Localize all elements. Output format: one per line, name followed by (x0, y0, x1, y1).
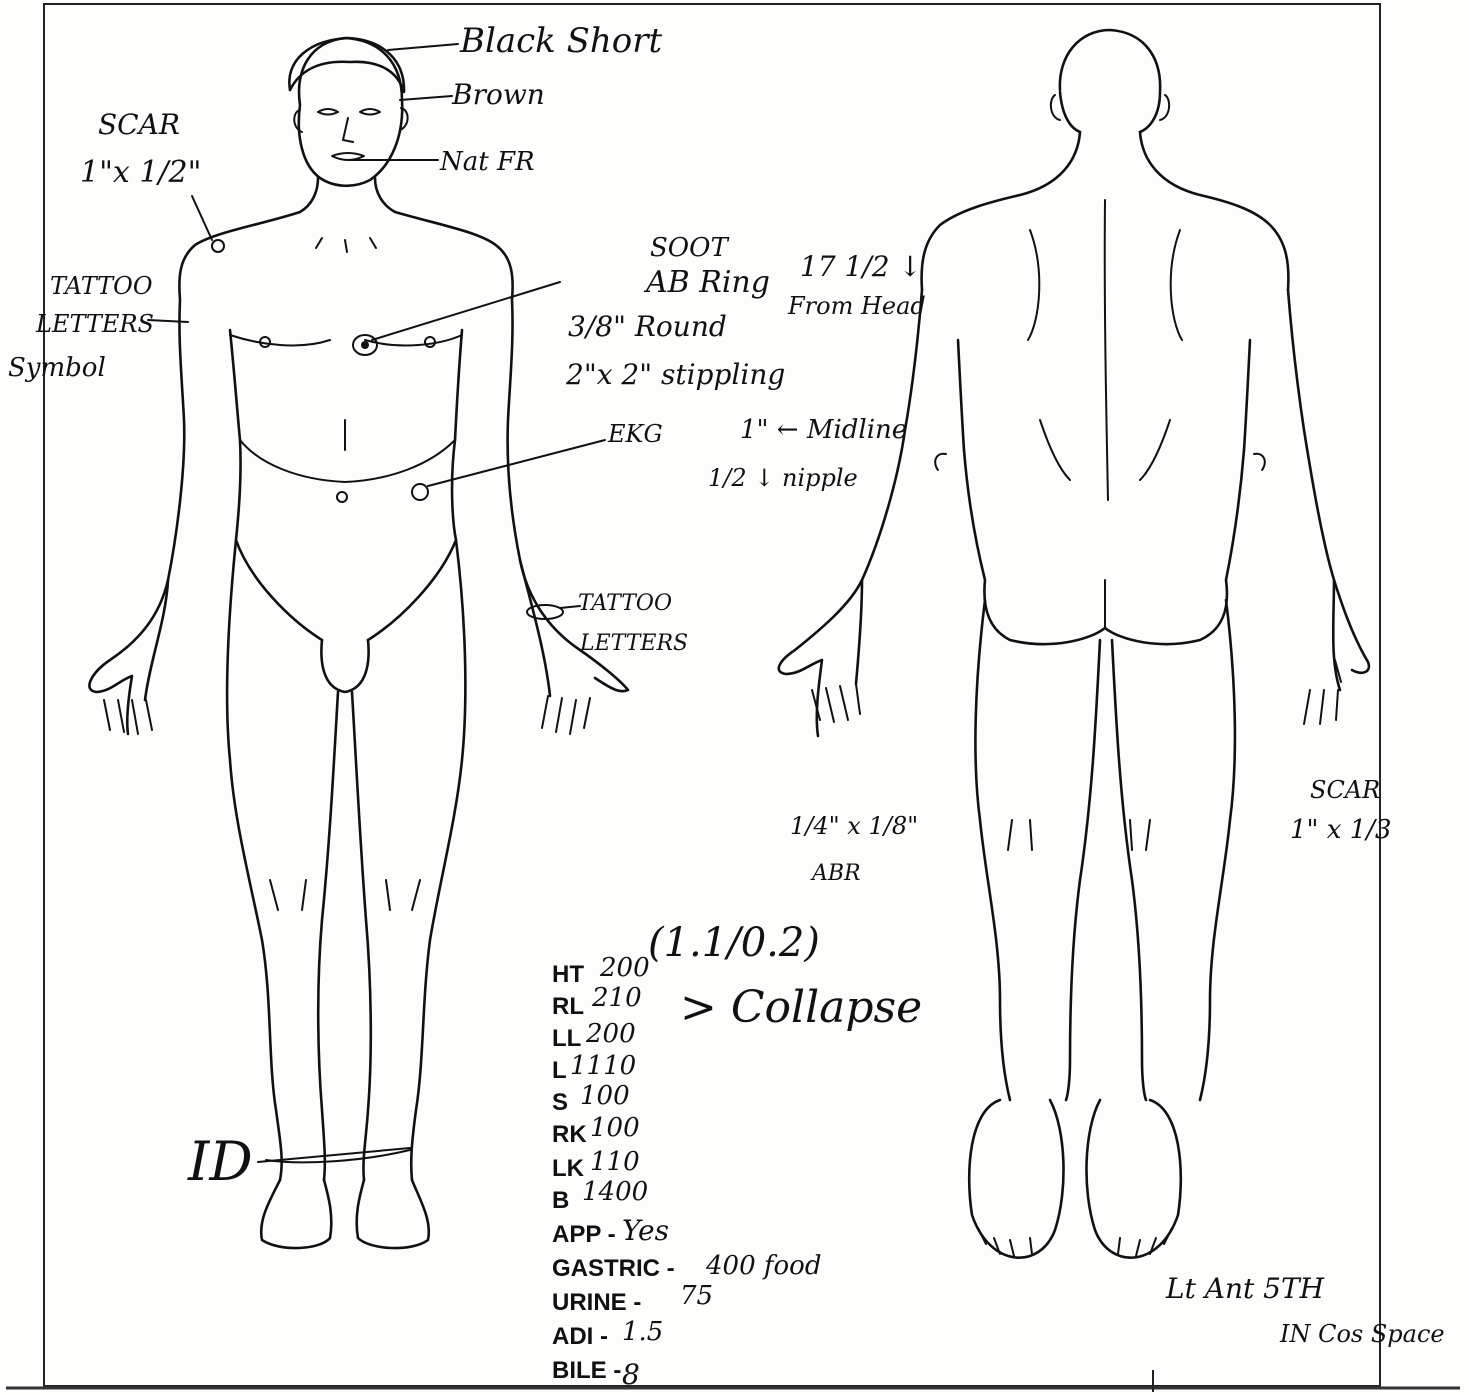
abrasion-label: ABR (810, 861, 861, 886)
organ-value: 400 food (705, 1251, 821, 1281)
abrasion-size: 1/4" x 1/8" (790, 812, 918, 840)
soot-annotation: SOOT (650, 233, 729, 263)
arm-tattoo-line-2: LETTERS (35, 310, 154, 338)
organ-value: 210 (591, 983, 642, 1013)
organ-label: URINE - (552, 1289, 641, 1316)
organ-value: 1400 (582, 1177, 648, 1207)
organ-label: ADI - (552, 1323, 608, 1350)
organ-value: 200 (599, 953, 650, 983)
organ-label: BILE - (552, 1357, 621, 1384)
shoulder-scar-mark (212, 240, 224, 252)
organ-label: APP - (552, 1221, 616, 1248)
organ-value: 1.5 (622, 1317, 663, 1347)
leader-eyes (400, 96, 452, 100)
round-annotation: 3/8" Round (568, 310, 727, 343)
ekg-annotation: EKG (607, 420, 663, 448)
arm-tattoo-line-1: TATTOO (50, 272, 153, 300)
from-head-line-2: From Head (787, 292, 926, 320)
organ-value: Yes (622, 1214, 669, 1247)
leader-arm-tattoo (148, 320, 188, 322)
organ-label: LK (552, 1155, 585, 1182)
leader-hair (388, 44, 458, 50)
organ-value: 100 (580, 1081, 630, 1111)
organ-label: LL (552, 1025, 581, 1052)
teeth-annotation: Nat FR (439, 147, 535, 177)
organ-label: GASTRIC - (552, 1255, 675, 1282)
leader-wrist-tattoo (560, 606, 580, 608)
back-figure (779, 30, 1369, 1258)
wrist-tattoo-line-1: TATTOO (578, 591, 672, 616)
wrist-tattoo-line-2: LETTERS (579, 631, 688, 656)
nipple-annotation: 1/2 ↓ nipple (708, 464, 858, 492)
midline-annotation: 1" ← Midline (740, 415, 907, 445)
ab-ring-annotation: AB Ring (643, 265, 770, 300)
organ-value: 110 (590, 1147, 640, 1177)
arm-tattoo-line-3: Symbol (8, 353, 106, 383)
organ-value: 1110 (570, 1051, 636, 1081)
organ-label: B (552, 1187, 569, 1214)
organ-label: HT (552, 961, 584, 988)
shoulder-scar-size: 1"x 1/2" (80, 155, 201, 190)
collapse-annotation: > Collapse (680, 982, 922, 1033)
note-line-2: IN Cos Space (1279, 1320, 1445, 1348)
front-hair (289, 38, 404, 92)
from-head-line-1: 17 1/2 ↓ (800, 250, 922, 283)
organ-label: L (552, 1057, 567, 1084)
organ-label: RK (552, 1121, 587, 1148)
organ-value: 75 (680, 1281, 713, 1311)
leader-shoulder-scar (192, 196, 212, 240)
organ-value: 200 (585, 1019, 636, 1049)
lung-weights-annotation: (1.1/0.2) (648, 920, 820, 966)
organ-value: 8 (622, 1358, 640, 1391)
eyes-annotation: Brown (451, 78, 545, 111)
organ-label: S (552, 1089, 568, 1116)
leader-chest-wound (372, 282, 560, 340)
hand-scar-size: 1" x 1/3 (1290, 815, 1392, 845)
hair-annotation: Black Short (459, 21, 662, 61)
hand-scar-title: SCAR (1310, 776, 1380, 804)
organ-value: 100 (590, 1113, 640, 1143)
note-line-1: Lt Ant 5TH (1165, 1272, 1325, 1305)
shoulder-scar-title: SCAR (98, 108, 180, 141)
id-tag-annotation: ID (187, 1130, 253, 1193)
ekg-mark (412, 484, 428, 500)
organ-label: RL (552, 993, 584, 1020)
stippling-annotation: 2"x 2" stippling (565, 358, 785, 391)
front-figure (89, 38, 628, 1248)
